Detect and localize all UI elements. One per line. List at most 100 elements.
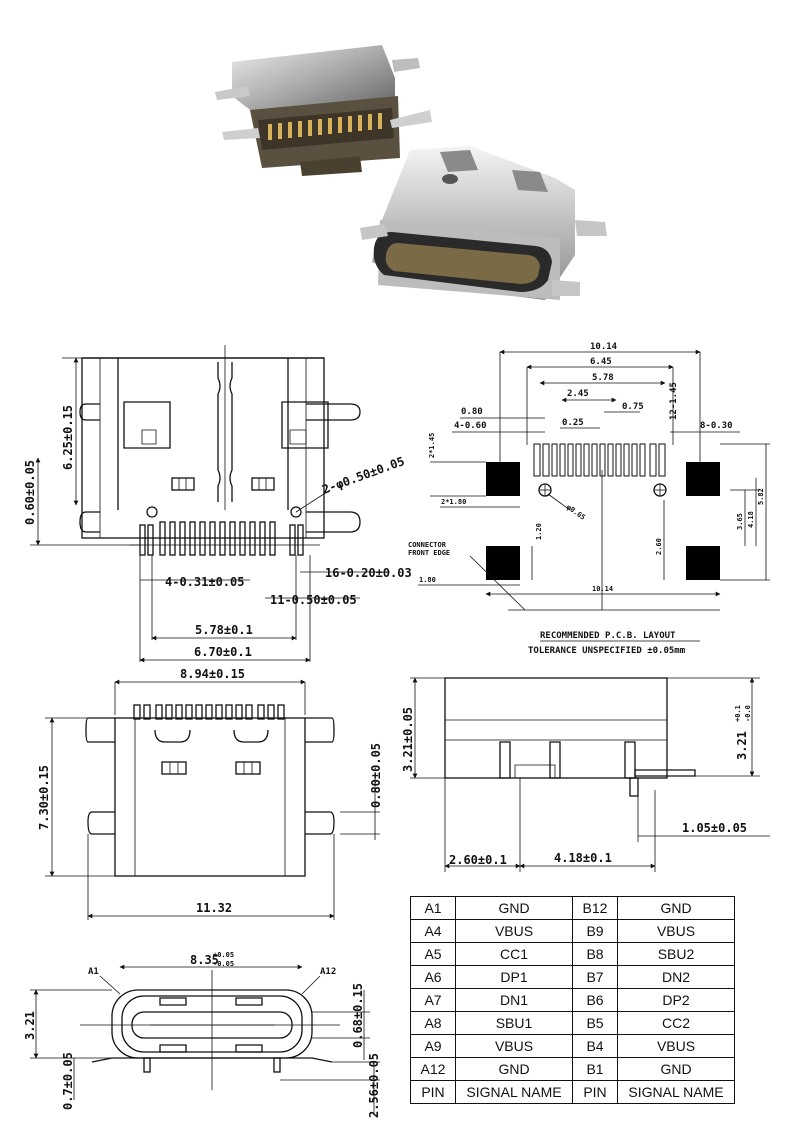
dim-2-60: 2.60 [655, 538, 663, 555]
dim-0-60: 0.60±0.05 [23, 460, 37, 525]
dim-12-1-45: 12-1.45 [669, 382, 679, 420]
dim-16-020: 16-0.20±0.03 [325, 566, 412, 580]
pin-id: A9 [410, 1034, 456, 1058]
pin-id: B1 [572, 1057, 618, 1081]
label-a1: A1 [88, 967, 99, 977]
dim-6-25: 6.25±0.15 [61, 405, 75, 470]
dim-tol-minus: -0.0 [744, 705, 752, 722]
dim-4-18: 4.18 [747, 511, 755, 528]
signal-name: DP1 [455, 965, 573, 989]
signal-name: VBUS [617, 1034, 735, 1058]
table-row: A4 VBUS B9 VBUS [410, 919, 735, 943]
signal-name: DN1 [455, 988, 573, 1012]
pin-id: A7 [410, 988, 456, 1012]
dim-4-031: 4-0.31±0.05 [165, 575, 244, 589]
dim-4-0-60: 4-0.60 [454, 421, 487, 431]
pin-id: B6 [572, 988, 618, 1012]
signal-name: GND [455, 896, 573, 920]
connector-note-line1: CONNECTOR [408, 541, 447, 549]
dim-8-94: 8.94±0.15 [180, 667, 245, 681]
dim-2x1-80: 2*1.80 [441, 498, 466, 506]
pin-id: B8 [572, 942, 618, 966]
connector-photo-rear [215, 45, 432, 176]
header-pin: PIN [410, 1080, 456, 1104]
table-row: A6 DP1 B7 DN2 [410, 965, 735, 989]
pin-id: A6 [410, 965, 456, 989]
dim-3-21-end: 3.21 [23, 1011, 37, 1040]
signal-name: DN2 [617, 965, 735, 989]
signal-name: CC2 [617, 1011, 735, 1035]
table-row: A5 CC1 B8 SBU2 [410, 942, 735, 966]
header-signal-name: SIGNAL NAME [455, 1080, 573, 1104]
dim-6-45: 6.45 [590, 357, 612, 367]
connector-note-line2: FRONT EDGE [408, 549, 450, 557]
front-view-drawing: 8.94±0.15 7.30±0.15 11.32 [37, 667, 380, 920]
dim-11-050: 11-0.50±0.05 [270, 593, 357, 607]
dim-5-82: 5.82 [757, 488, 765, 505]
dim-4-18: 4.18±0.1 [554, 851, 612, 865]
side-view-drawing: 3.21±0.05 0.80±0.05 3.21 +0.1 -0.0 1.05±… [369, 677, 770, 872]
pcb-layout-tolerance: TOLERANCE UNSPECIFIED ±0.05mm [528, 646, 686, 656]
table-row: A8 SBU1 B5 CC2 [410, 1011, 735, 1035]
table-row: A1 GND B12 GND [410, 896, 735, 920]
pin-id: A5 [410, 942, 456, 966]
dim-10-14-top: 10.14 [590, 342, 618, 352]
dim-2-56: 2.56±0.05 [367, 1053, 381, 1118]
signal-name: SBU1 [455, 1011, 573, 1035]
signal-name: SBU2 [617, 942, 735, 966]
pin-id: B4 [572, 1034, 618, 1058]
pin-id: A12 [410, 1057, 456, 1081]
dim-tol-plus: +0.1 [734, 705, 742, 722]
header-signal-name: SIGNAL NAME [617, 1080, 735, 1104]
pin-id: B12 [572, 896, 618, 920]
dim-6-70: 6.70±0.1 [194, 645, 252, 659]
dim-phi-0-65: φ0.65 [565, 503, 587, 522]
pin-id: A8 [410, 1011, 456, 1035]
dim-5-78: 5.78 [592, 373, 614, 383]
dim-11-32: 11.32 [196, 901, 232, 915]
signal-name: GND [617, 1057, 735, 1081]
dim-5-78: 5.78±0.1 [195, 623, 253, 637]
dim-2-45: 2.45 [567, 389, 589, 399]
dim-0-80: 0.80 [461, 407, 483, 417]
dim-2x1-45: 2*1.45 [428, 433, 436, 458]
header-pin: PIN [572, 1080, 618, 1104]
dim-0-75: 0.75 [622, 402, 644, 412]
dim-0-25: 0.25 [562, 418, 584, 428]
table-row: A12 GND B1 GND [410, 1057, 735, 1081]
dim-3-65: 3.65 [736, 513, 744, 530]
dim-2-phi: 2-φ0.50±0.05 [320, 454, 406, 497]
signal-name: DP2 [617, 988, 735, 1012]
dim-1-05: 1.05±0.05 [682, 821, 747, 835]
pin-assignment-table: A1 GND B12 GND A4 VBUS B9 VBUS A5 CC1 B8… [410, 896, 735, 1104]
dim-0-80: 0.80±0.05 [369, 743, 383, 808]
pin-id: B5 [572, 1011, 618, 1035]
pcb-layout-drawing: 10.14 6.45 5.78 2.45 0.80 0.75 4-0.60 0.… [408, 342, 770, 656]
dim-2-60: 2.60±0.1 [449, 853, 507, 867]
dim-7-30: 7.30±0.15 [37, 765, 51, 830]
dim-8-35-minus: -0.05 [213, 960, 234, 968]
pin-id: B9 [572, 919, 618, 943]
connector-photo-front [360, 146, 607, 300]
end-view-drawing: 8.35 +0.05 -0.05 A1 A12 3.21 0.68±0.15 0… [23, 951, 381, 1118]
product-photo [215, 45, 607, 300]
dim-8-35: 8.35 [190, 953, 219, 967]
signal-name: VBUS [617, 919, 735, 943]
pin-id: B7 [572, 965, 618, 989]
signal-name: GND [455, 1057, 573, 1081]
dim-10-14-bottom: 10.14 [592, 585, 613, 593]
dim-0-7: 0.7±0.05 [61, 1052, 75, 1110]
dim-8-35-plus: +0.05 [213, 951, 234, 959]
signal-name: VBUS [455, 919, 573, 943]
table-row: A7 DN1 B6 DP2 [410, 988, 735, 1012]
pin-id: A4 [410, 919, 456, 943]
signal-name: VBUS [455, 1034, 573, 1058]
signal-name: GND [617, 896, 735, 920]
signal-name: CC1 [455, 942, 573, 966]
label-a12: A12 [320, 967, 336, 977]
dim-1-80: 1.80 [419, 576, 436, 584]
dim-3-21-left: 3.21±0.05 [401, 707, 415, 772]
pin-id: A1 [410, 896, 456, 920]
pcb-layout-title: RECOMMENDED P.C.B. LAYOUT [540, 631, 676, 641]
